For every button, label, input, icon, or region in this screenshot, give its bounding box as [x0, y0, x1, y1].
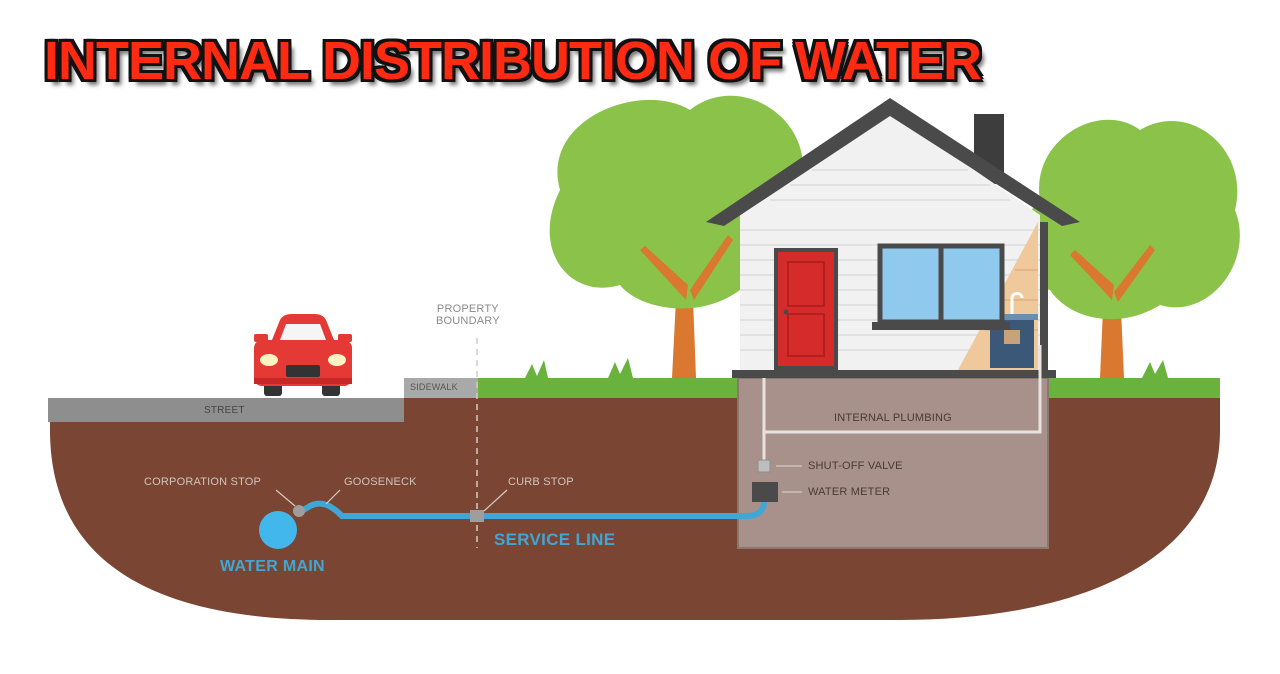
leader-line — [483, 489, 508, 512]
service-line-pipe — [297, 497, 767, 519]
house-roof — [706, 98, 1080, 226]
corporation-stop-label: CORPORATION STOP — [144, 476, 262, 488]
sidewalk-surface — [404, 378, 478, 398]
shut-off-valve — [757, 459, 771, 473]
door-knob — [783, 309, 789, 315]
curb-stop-valve — [470, 510, 484, 522]
curb-stop-label: CURB STOP — [508, 476, 574, 488]
internal-plumbing-pipe — [762, 345, 1042, 462]
property-boundary-label: PROPERTY BOUNDARY — [436, 303, 500, 327]
front-door — [774, 248, 838, 370]
right-tree — [1018, 119, 1240, 378]
sidewalk-label: SIDEWALK — [410, 382, 458, 392]
water-main-pipe — [259, 511, 297, 549]
property-boundary-label-line1: PROPERTY — [436, 303, 499, 315]
service-line-label: SERVICE LINE — [494, 530, 616, 549]
house-foundation — [732, 370, 1056, 378]
leader-line — [275, 489, 296, 507]
water-meter-label: WATER METER — [808, 486, 891, 498]
gooseneck-label: GOOSENECK — [344, 476, 417, 488]
grass-tuft — [525, 360, 548, 378]
shut-off-valve-label: SHUT-OFF VALVE — [808, 460, 903, 472]
page-title: INTERNAL DISTRIBUTION OF WATER — [44, 31, 982, 91]
basement — [737, 377, 1049, 549]
water-meter — [752, 482, 778, 502]
water-main-label: WATER MAIN — [220, 558, 325, 575]
street-label: STREET — [204, 405, 245, 416]
car — [254, 314, 352, 396]
leader-line — [325, 489, 341, 505]
grass-tuft — [1142, 360, 1168, 378]
street-surface — [48, 398, 404, 422]
corporation-stop-valve — [293, 505, 305, 517]
grass-tuft — [608, 358, 633, 378]
internal-plumbing-label: INTERNAL PLUMBING — [834, 412, 952, 424]
property-boundary-label-line2: BOUNDARY — [436, 315, 500, 327]
faucet-icon — [1010, 292, 1024, 314]
house — [706, 98, 1080, 378]
